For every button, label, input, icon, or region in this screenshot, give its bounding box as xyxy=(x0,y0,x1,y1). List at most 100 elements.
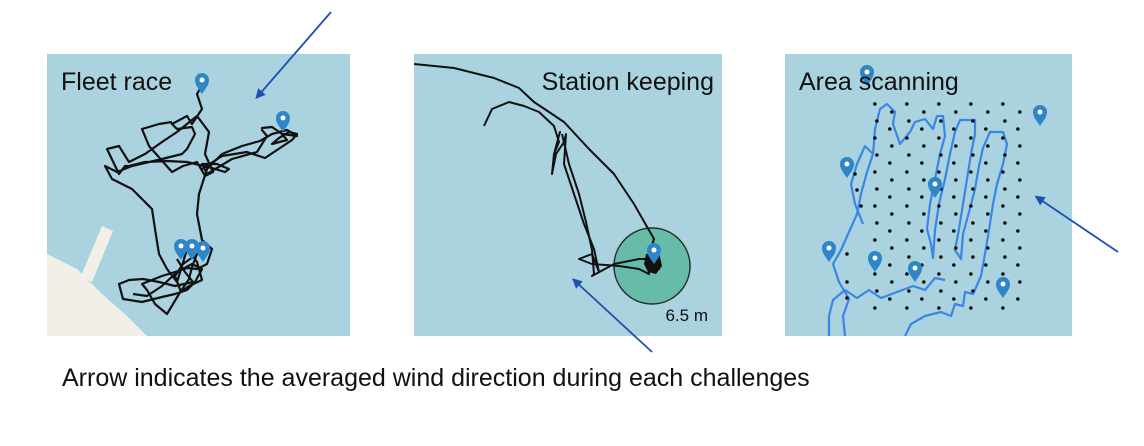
area-scanning-track xyxy=(831,102,1009,336)
scan-waypoint xyxy=(984,195,988,199)
scan-waypoint xyxy=(905,238,909,242)
scan-waypoint xyxy=(907,119,911,123)
scan-waypoint xyxy=(888,161,892,165)
fleet-race-map-canvas xyxy=(47,73,299,336)
scan-waypoint xyxy=(1018,212,1022,216)
scan-waypoint xyxy=(845,280,849,284)
scan-waypoint xyxy=(969,238,973,242)
scan-waypoint xyxy=(905,306,909,310)
map-pin-icon xyxy=(185,239,199,260)
scan-waypoint xyxy=(922,178,926,182)
scan-waypoint xyxy=(937,170,941,174)
scan-waypoint xyxy=(952,263,956,267)
scan-waypoint xyxy=(888,263,892,267)
scan-waypoint xyxy=(845,252,849,256)
scan-waypoint xyxy=(969,102,973,106)
scan-waypoint xyxy=(922,212,926,216)
scan-waypoint xyxy=(1001,136,1005,140)
scan-waypoint xyxy=(984,229,988,233)
scan-waypoint xyxy=(1016,161,1020,165)
scan-waypoint xyxy=(888,297,892,301)
scan-waypoint xyxy=(1001,306,1005,310)
scan-waypoint xyxy=(922,280,926,284)
scan-waypoint xyxy=(1016,229,1020,233)
scan-waypoint xyxy=(875,119,879,123)
scan-waypoint xyxy=(859,204,863,208)
scan-waypoint xyxy=(984,161,988,165)
area-scanning-track xyxy=(849,144,874,225)
scan-waypoint xyxy=(890,212,894,216)
map-pin-icon xyxy=(868,251,882,272)
scan-waypoint xyxy=(984,263,988,267)
scan-waypoint xyxy=(890,110,894,114)
scan-waypoint xyxy=(986,212,990,216)
scan-waypoint xyxy=(1018,110,1022,114)
scan-waypoint xyxy=(969,204,973,208)
land-strip xyxy=(785,300,1072,336)
scan-waypoint xyxy=(1018,178,1022,182)
scan-waypoint xyxy=(873,170,877,174)
scan-waypoint xyxy=(937,238,941,242)
scan-waypoint xyxy=(952,195,956,199)
scan-waypoint xyxy=(939,153,943,157)
scan-waypoint xyxy=(984,297,988,301)
scan-waypoint xyxy=(845,296,849,300)
fleet-race-track xyxy=(201,130,299,170)
scan-waypoint xyxy=(888,127,892,131)
scan-waypoint xyxy=(920,297,924,301)
scan-waypoint xyxy=(939,289,943,293)
scan-waypoint xyxy=(890,246,894,250)
scan-waypoint xyxy=(986,110,990,114)
scan-waypoint xyxy=(1001,272,1005,276)
scan-waypoint xyxy=(1016,263,1020,267)
scan-waypoint xyxy=(920,161,924,165)
station-keeping-track xyxy=(414,63,655,255)
fleet-race-track xyxy=(117,258,204,304)
scan-waypoint xyxy=(888,229,892,233)
scan-waypoint xyxy=(890,178,894,182)
scan-waypoints xyxy=(845,102,1022,310)
scan-waypoint xyxy=(873,204,877,208)
scan-waypoint xyxy=(905,272,909,276)
scan-waypoint xyxy=(954,110,958,114)
scan-waypoint xyxy=(971,119,975,123)
scan-waypoint xyxy=(907,221,911,225)
scan-waypoint xyxy=(1003,119,1007,123)
scan-waypoint xyxy=(937,102,941,106)
scan-waypoint xyxy=(905,204,909,208)
scan-waypoint xyxy=(905,170,909,174)
area-scanning-map-canvas xyxy=(785,65,1072,336)
area-scanning-track xyxy=(827,276,946,336)
scan-waypoint xyxy=(986,280,990,284)
scan-waypoint xyxy=(1003,187,1007,191)
scan-waypoint xyxy=(971,153,975,157)
station-keeping-track xyxy=(561,133,646,277)
scan-waypoint xyxy=(939,119,943,123)
fleet-race-track xyxy=(103,86,299,316)
scan-waypoint xyxy=(875,289,879,293)
scan-waypoint xyxy=(875,153,879,157)
scan-waypoint xyxy=(873,102,877,106)
scan-waypoint xyxy=(986,144,990,148)
scan-waypoint xyxy=(954,280,958,284)
scan-waypoint xyxy=(952,229,956,233)
scan-waypoint xyxy=(952,161,956,165)
scan-waypoint xyxy=(1018,144,1022,148)
map-pin-icon xyxy=(196,241,210,262)
scan-waypoint xyxy=(922,110,926,114)
station-keeping-map: Station keeping 6.5 m xyxy=(414,54,722,336)
map-pin-icon xyxy=(928,177,942,198)
scan-waypoint xyxy=(1003,153,1007,157)
scan-waypoint xyxy=(875,221,879,225)
scan-waypoint xyxy=(1016,297,1020,301)
scan-waypoint xyxy=(873,272,877,276)
scan-waypoint xyxy=(954,178,958,182)
scan-waypoint xyxy=(888,195,892,199)
map-pin-icon xyxy=(1033,105,1047,126)
scan-waypoint xyxy=(954,144,958,148)
scan-waypoint xyxy=(954,212,958,216)
scan-waypoint xyxy=(920,127,924,131)
map-pin-icon xyxy=(276,111,290,132)
scan-waypoint xyxy=(920,229,924,233)
area-scanning-map: Area scanning xyxy=(785,54,1072,336)
